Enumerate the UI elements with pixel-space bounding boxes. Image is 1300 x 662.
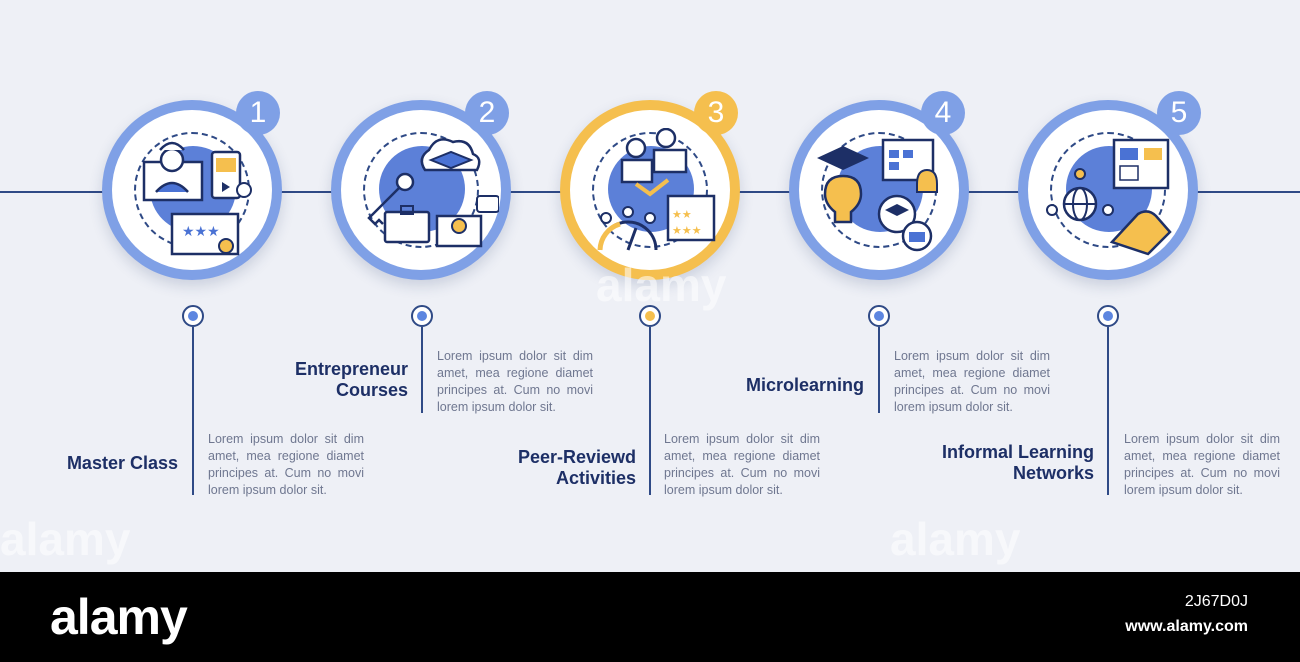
step-2-marker xyxy=(411,305,433,327)
step-3-connector xyxy=(649,327,651,495)
stock-footer-bar xyxy=(0,572,1300,662)
step-5-number-badge: 5 xyxy=(1157,91,1201,135)
watermark: alamy xyxy=(890,513,1021,565)
site-url: www.alamy.com xyxy=(1125,618,1248,635)
svg-text:★★: ★★ xyxy=(672,209,692,221)
step-5-title: Informal Learning Networks xyxy=(941,442,1094,483)
image-id: 2J67D0J xyxy=(1184,593,1248,610)
entrepreneur-courses-icon xyxy=(367,138,499,248)
master-class-icon: ★★★ xyxy=(142,141,252,256)
alamy-logo: alamy xyxy=(50,589,188,645)
step-4-connector xyxy=(878,327,880,413)
step-3-number-badge: 3 xyxy=(694,91,738,135)
informal-learning-networks-icon xyxy=(1046,138,1172,256)
step-1-number-badge: 1 xyxy=(236,91,280,135)
watermark: alamy xyxy=(596,259,727,311)
infographic-canvas: ★★★ 1 Master Class Lorem ipsum dolor sit… xyxy=(0,91,1300,565)
step-5-marker xyxy=(1097,305,1119,327)
microlearning-icon xyxy=(817,138,938,252)
step-2-title: Entrepreneur Courses xyxy=(294,359,408,400)
step-4-title: Microlearning xyxy=(745,375,864,395)
step-3-marker xyxy=(639,305,661,327)
step-4-marker xyxy=(868,305,890,327)
step-2-connector xyxy=(421,327,423,413)
peer-reviewed-activities-icon: ★★ ★★★ xyxy=(597,128,716,251)
step-3-title: Peer-Reviewd Activities xyxy=(517,447,636,488)
step-1-title: Master Class xyxy=(66,453,178,473)
step-3-text: Lorem ipsum dolor sit dim amet, mea regi… xyxy=(664,432,820,497)
step-1-circle: ★★★ xyxy=(102,100,282,280)
svg-text:★★★: ★★★ xyxy=(182,223,220,239)
step-4-number-badge: 4 xyxy=(921,91,965,135)
step-1-connector xyxy=(192,327,194,495)
step-5-connector xyxy=(1107,327,1109,495)
svg-text:★★★: ★★★ xyxy=(672,225,702,237)
step-5-text: Lorem ipsum dolor sit dim amet, mea regi… xyxy=(1124,432,1280,497)
step-4-text: Lorem ipsum dolor sit dim amet, mea regi… xyxy=(894,349,1050,414)
watermark: alamy xyxy=(0,513,131,565)
step-4-circle xyxy=(789,100,969,280)
step-1-text: Lorem ipsum dolor sit dim amet, mea regi… xyxy=(208,432,364,497)
step-2-text: Lorem ipsum dolor sit dim amet, mea regi… xyxy=(437,349,593,414)
step-1-marker xyxy=(182,305,204,327)
step-2-number-badge: 2 xyxy=(465,91,509,135)
